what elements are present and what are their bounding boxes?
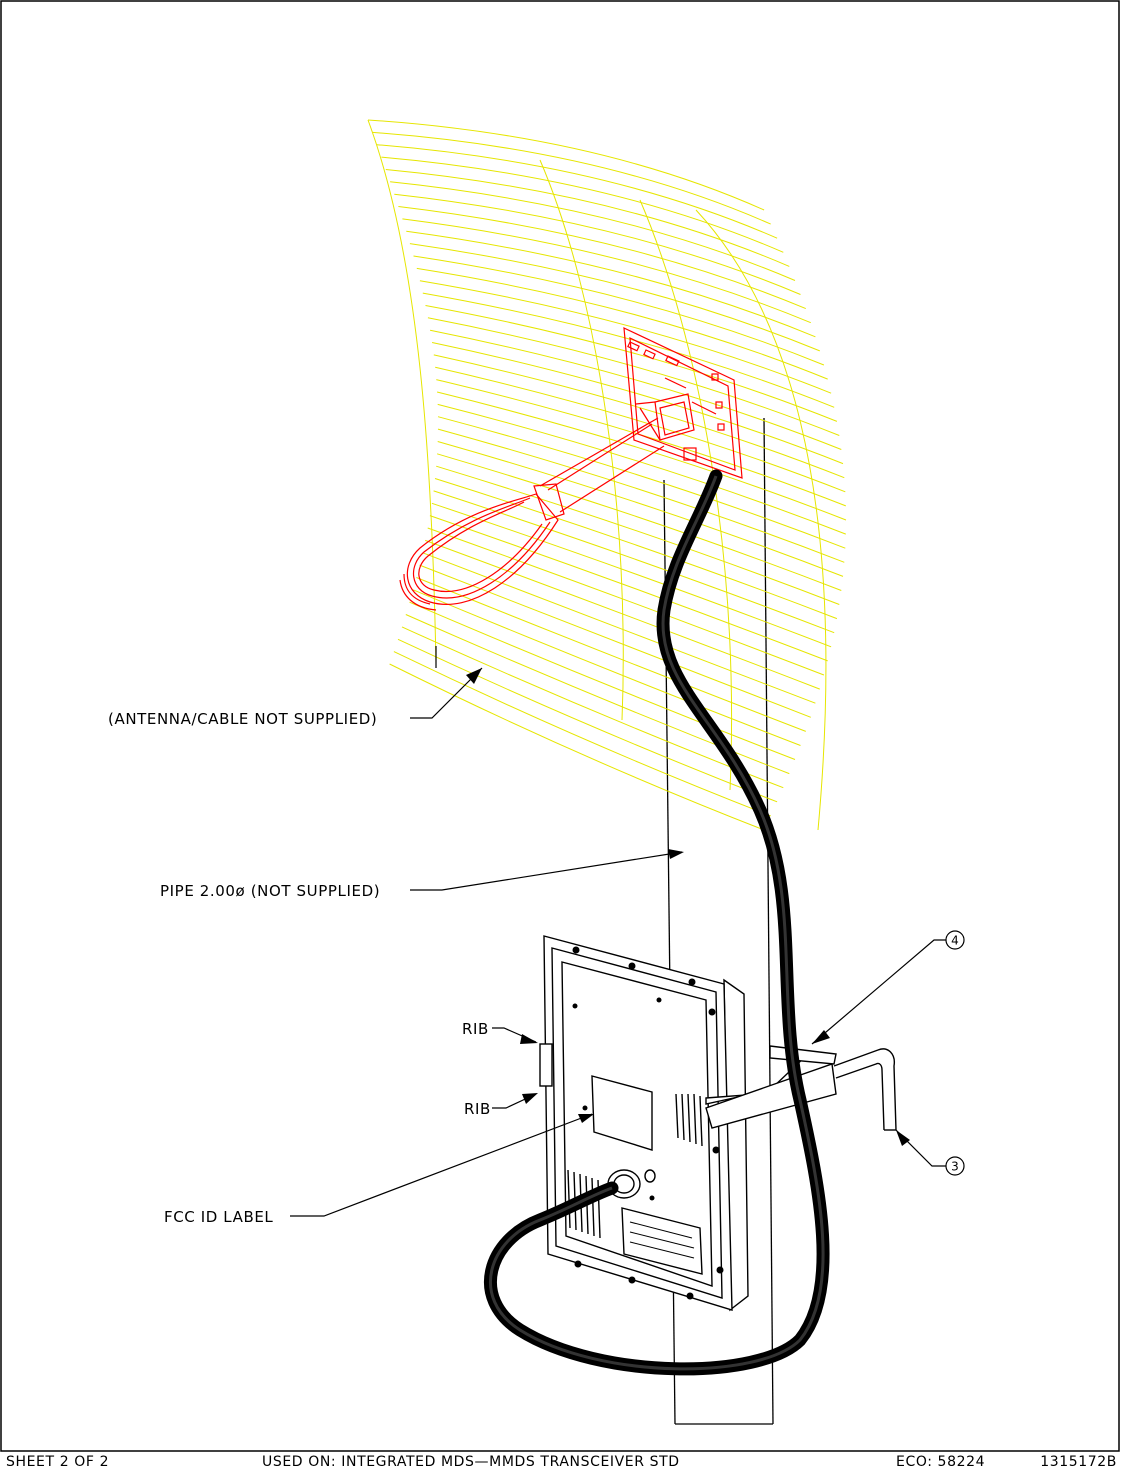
reflector-grid-wire	[422, 552, 816, 704]
antenna-label: (ANTENNA/CABLE NOT SUPPLIED)	[108, 710, 377, 728]
reflector-rib	[695, 209, 827, 831]
reflector-grid-wire	[412, 589, 801, 746]
callout-3-number: 3	[951, 1160, 959, 1174]
callout-4-number: 4	[951, 934, 959, 948]
reflector-grid-wire	[401, 626, 784, 789]
reflector-grid-wire	[419, 280, 832, 394]
reflector-grid-wire	[435, 366, 846, 493]
fcc-id-label-area	[591, 1075, 653, 1151]
antenna-mount-plate	[623, 327, 743, 479]
reflector-grid-wire	[429, 515, 828, 662]
pipe-label: PIPE 2.00ø (NOT SUPPLIED)	[160, 882, 380, 900]
leader-lines	[290, 646, 946, 1217]
reflector-grid-wire	[436, 453, 842, 591]
reflector-grid-wire	[436, 465, 840, 605]
reflector-grid-wire	[437, 428, 845, 563]
reflector-grid-wire	[393, 651, 771, 817]
reflector-grid-wire	[385, 169, 790, 267]
reflector-grid-wire	[425, 539, 820, 690]
transceiver-enclosure	[539, 935, 749, 1312]
reflector-rib	[367, 119, 437, 665]
fcc-label: FCC ID LABEL	[164, 1208, 273, 1226]
reflector-grid-wire	[397, 638, 778, 803]
reflector-grid-wire	[427, 317, 840, 436]
reflector-grid-wire	[389, 663, 765, 831]
reflector-grid-wire	[422, 292, 835, 408]
arrowheads	[466, 668, 910, 1146]
callout-4: 4	[945, 930, 965, 950]
reflector-grid-wire	[427, 527, 825, 676]
reflector-grid-wire	[437, 416, 846, 549]
reflector-grid-wire	[434, 478, 838, 620]
reflector-grid-wire	[409, 601, 796, 760]
callout-3: 3	[945, 1156, 965, 1176]
reflector-grid-wire	[390, 181, 796, 281]
reflector-grid-wire	[372, 131, 771, 225]
enclosure-bolts	[572, 946, 724, 1300]
reflector-grid-wire	[402, 218, 811, 324]
reflector-grid-wire	[416, 577, 806, 732]
antenna-feed-assembly	[399, 327, 743, 611]
reflector-grid-wire	[437, 403, 846, 535]
reflector-grid-wire	[431, 342, 844, 465]
rib-upper-label: RIB	[462, 1020, 489, 1038]
reflector-grid-wire	[431, 502, 832, 648]
reflector-grid-wire	[381, 156, 784, 253]
enclosure-rib	[539, 1043, 553, 1087]
reflector-grid-wire	[376, 144, 778, 239]
grid-reflector-antenna	[367, 119, 847, 831]
sheet-number: SHEET 2 OF 2	[6, 1454, 109, 1470]
eco-number: ECO: 58224	[896, 1454, 985, 1470]
used-on: USED ON: INTEGRATED MDS—MMDS TRANSCEIVER…	[262, 1454, 680, 1470]
nameplate	[621, 1207, 703, 1275]
reflector-grid-wire	[436, 391, 847, 521]
reflector-grid-wire	[405, 614, 790, 775]
reflector-grid-wire	[437, 441, 844, 577]
reflector-grid-wire	[416, 267, 828, 380]
reflector-grid-wire	[367, 119, 765, 211]
reflector-grid-wire	[398, 206, 806, 310]
document-number: 1315172B	[1040, 1454, 1117, 1470]
reflector-grid-wire	[433, 354, 845, 479]
reflector-grid-wire	[433, 490, 835, 634]
reflector-grid-wire	[419, 564, 811, 718]
reflector-rib	[539, 159, 624, 721]
reflector-grid-wire	[394, 193, 801, 295]
heatsink-fins-right	[675, 1093, 703, 1147]
reflector-grid-wire	[430, 329, 842, 450]
reflector-grid-wire	[425, 305, 838, 422]
reflector-grid-wire	[436, 379, 846, 507]
reflector-grid-wire	[409, 243, 820, 352]
rib-lower-label: RIB	[464, 1100, 491, 1118]
reflector-grid-wire	[413, 255, 825, 366]
